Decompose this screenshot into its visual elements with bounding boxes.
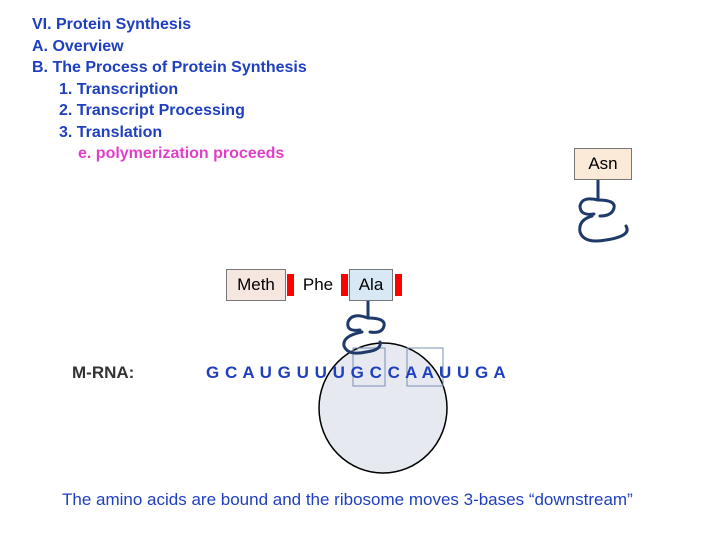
outline-item-polymerization: e. polymerization proceeds [78, 145, 285, 162]
trna-incoming-icon [578, 178, 629, 243]
ribosome-site-a [406, 347, 444, 387]
mrna-label: M-RNA: [72, 363, 135, 382]
outline-item-processing: 2. Transcript Processing [59, 102, 245, 119]
outline-item-process: B. The Process of Protein Synthesis [32, 59, 307, 76]
trna-bound-icon [342, 298, 386, 355]
ribosome [318, 342, 448, 474]
amino-acid-meth: Meth [226, 269, 286, 301]
outline-item-translation: 3. Translation [59, 123, 163, 141]
ribosome-site-p [352, 347, 386, 387]
outline-heading: VI. Protein Synthesis [32, 16, 192, 33]
peptide-bond-1 [287, 274, 294, 296]
amino-acid-phe: Phe [295, 269, 341, 301]
amino-acid-ala: Ala [349, 269, 393, 301]
mrna-sequence: G C A U G U U U G C C A A U U G A [206, 363, 507, 382]
outline-item-transcription: 1. Transcription [59, 80, 179, 98]
amino-acid-asn: Asn [574, 148, 632, 180]
outline: VI. Protein Synthesis A. Overview B. The… [32, 14, 307, 165]
outline-item-overview: A. Overview [32, 37, 124, 55]
peptide-bond-3 [395, 274, 402, 296]
peptide-bond-2 [341, 274, 348, 296]
caption: The amino acids are bound and the riboso… [62, 490, 633, 509]
